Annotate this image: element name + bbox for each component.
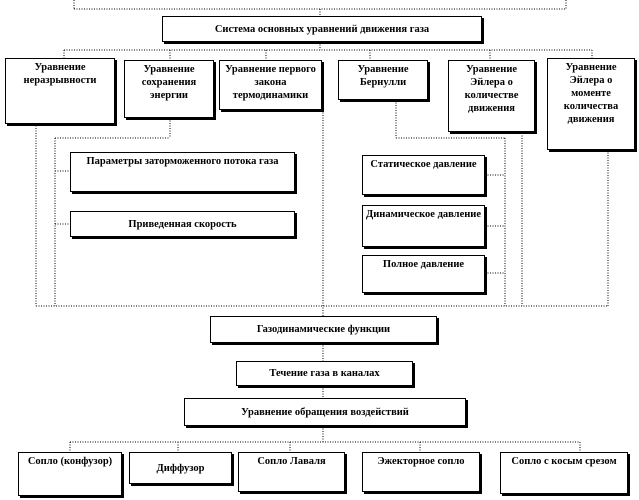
equation-label: Уравнение первого закона термодинамики bbox=[225, 64, 316, 101]
static-pressure-box: Статическое давление bbox=[362, 155, 485, 195]
equation-euler-momentum: Уравнение Эйлера о количестве движения bbox=[448, 60, 535, 132]
equation-label: Уравнение Эйлера о количестве движения bbox=[464, 64, 519, 114]
nozzle-label: Сопло (конфузор) bbox=[27, 456, 113, 467]
nozzle-convergent-box: Сопло (конфузор) bbox=[18, 452, 122, 496]
reversal-box: Уравнение обращения воздействий bbox=[184, 398, 466, 426]
reduced-velocity-box: Приведенная скорость bbox=[70, 211, 295, 237]
gas-functions-box: Газодинамические функции bbox=[210, 316, 437, 343]
nozzle-label: Сопло с косым срезом bbox=[511, 456, 617, 467]
total-pressure-box: Полное давление bbox=[362, 255, 485, 293]
equation-label: Уравнение неразрывности bbox=[23, 62, 97, 86]
dynamic-pressure-box: Динамическое давление bbox=[362, 205, 485, 247]
ejector-nozzle-box: Эжекторное сопло bbox=[362, 452, 480, 492]
system-label: Система основных уравнений движения газа bbox=[214, 23, 430, 35]
nozzle-label: Сопло Лаваля bbox=[257, 456, 326, 467]
equation-euler-angular: Уравнение Эйлера о моменте количества дв… bbox=[547, 58, 635, 150]
equation-energy: Уравнение сохранения энергии bbox=[124, 60, 214, 118]
diffuser-box: Диффузор bbox=[129, 452, 232, 484]
equation-continuity: Уравнение неразрывности bbox=[5, 58, 115, 124]
laval-nozzle-box: Сопло Лаваля bbox=[238, 452, 345, 492]
equation-label: Уравнение Бернулли bbox=[357, 64, 409, 88]
nozzle-label: Эжекторное сопло bbox=[377, 456, 465, 467]
equation-bernoulli: Уравнение Бернулли bbox=[338, 60, 428, 100]
equation-label: Уравнение Эйлера о моменте количества дв… bbox=[563, 62, 619, 125]
system-box: Система основных уравнений движения газа bbox=[162, 16, 482, 42]
nozzle-label: Диффузор bbox=[156, 462, 205, 474]
equation-first-law: Уравнение первого закона термодинамики bbox=[219, 60, 322, 110]
stagnation-params-label: Параметры заторможенного потока газа bbox=[86, 156, 279, 167]
oblique-cut-nozzle-box: Сопло с косым срезом bbox=[500, 452, 628, 494]
dynamic-pressure-label: Динамическое давление bbox=[366, 209, 481, 220]
channel-flow-label: Течение газа в каналах bbox=[269, 368, 380, 379]
reversal-label: Уравнение обращения воздействий bbox=[241, 406, 409, 418]
total-pressure-label: Полное давление bbox=[382, 259, 465, 270]
gas-functions-label: Газодинамические функции bbox=[256, 324, 391, 335]
channel-flow-box: Течение газа в каналах bbox=[236, 361, 413, 386]
stagnation-params-box: Параметры заторможенного потока газа bbox=[70, 152, 295, 192]
static-pressure-label: Статическое давление bbox=[370, 159, 477, 170]
equation-label: Уравнение сохранения энергии bbox=[141, 64, 197, 101]
reduced-velocity-label: Приведенная скорость bbox=[128, 218, 237, 230]
